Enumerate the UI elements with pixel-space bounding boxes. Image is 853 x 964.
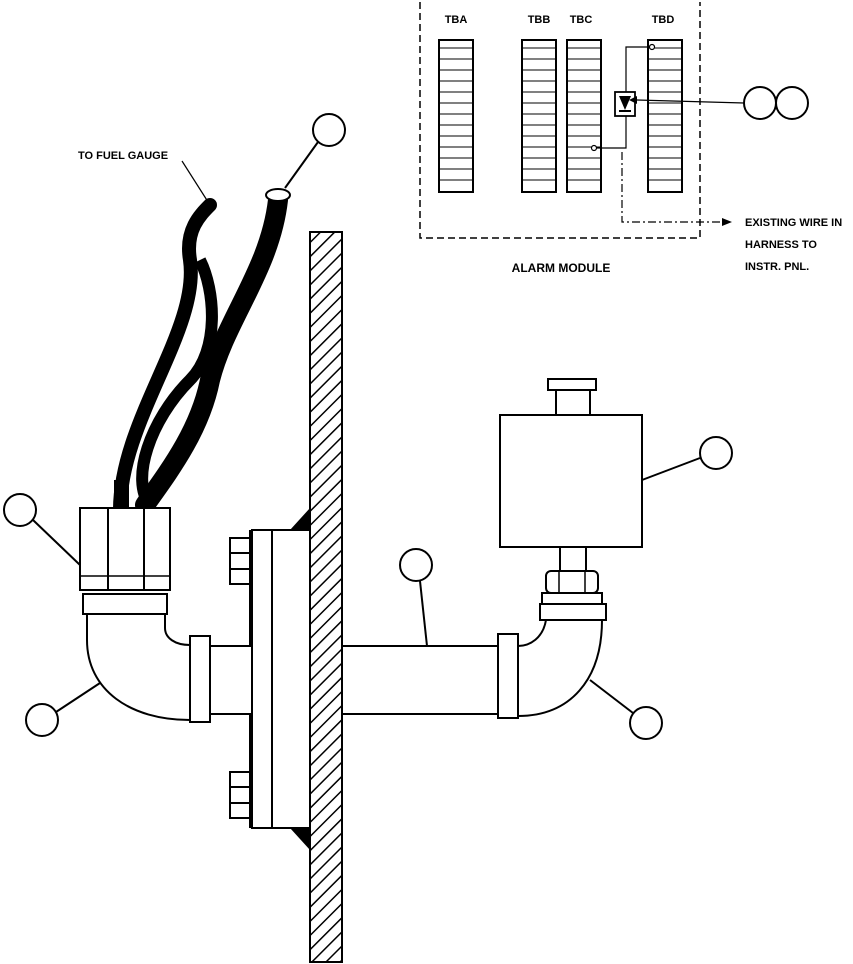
label-tbc: TBC <box>570 14 593 26</box>
left-pipe-and-elbow <box>86 614 253 723</box>
mounting-flange <box>249 529 311 829</box>
terminal-block-rows <box>439 47 682 181</box>
existing-wire-label-line3: INSTR. PNL. <box>745 261 809 273</box>
fuel-gauge-leader <box>181 160 211 206</box>
label-tbd: TBD <box>652 14 675 26</box>
callout-7 <box>589 679 663 740</box>
to-fuel-gauge-label: TO FUEL GAUGE <box>78 150 168 162</box>
right-pipe-and-elbow <box>342 603 607 719</box>
diode-wiring <box>590 43 732 226</box>
alarm-module: TBA TBB TBC TBD ALARM MODULE <box>419 2 732 275</box>
terminal-block-tbc <box>566 39 602 193</box>
alarm-module-outline <box>419 2 701 239</box>
alarm-module-label: ALARM MODULE <box>512 261 611 275</box>
sender-wires <box>113 188 291 517</box>
callout-4 <box>641 436 733 481</box>
terminal-block-tbd <box>647 39 683 193</box>
callout-1 <box>284 113 346 189</box>
solenoid-valve <box>499 378 643 605</box>
flange-bolt-upper <box>229 537 251 585</box>
fuel-level-sender-connector <box>79 507 171 615</box>
callout-2 <box>629 86 809 120</box>
flange-bolt-lower <box>229 771 251 819</box>
callout-6 <box>25 682 101 737</box>
existing-wire-label-line2: HARNESS TO <box>745 239 817 251</box>
label-tba: TBA <box>445 14 468 26</box>
callout-5 <box>399 548 433 647</box>
callout-3 <box>3 493 81 566</box>
label-tbb: TBB <box>528 14 551 26</box>
existing-wire-label-line1: EXISTING WIRE IN <box>745 217 842 229</box>
terminal-block-tba <box>438 39 474 193</box>
terminal-block-tbb <box>521 39 557 193</box>
